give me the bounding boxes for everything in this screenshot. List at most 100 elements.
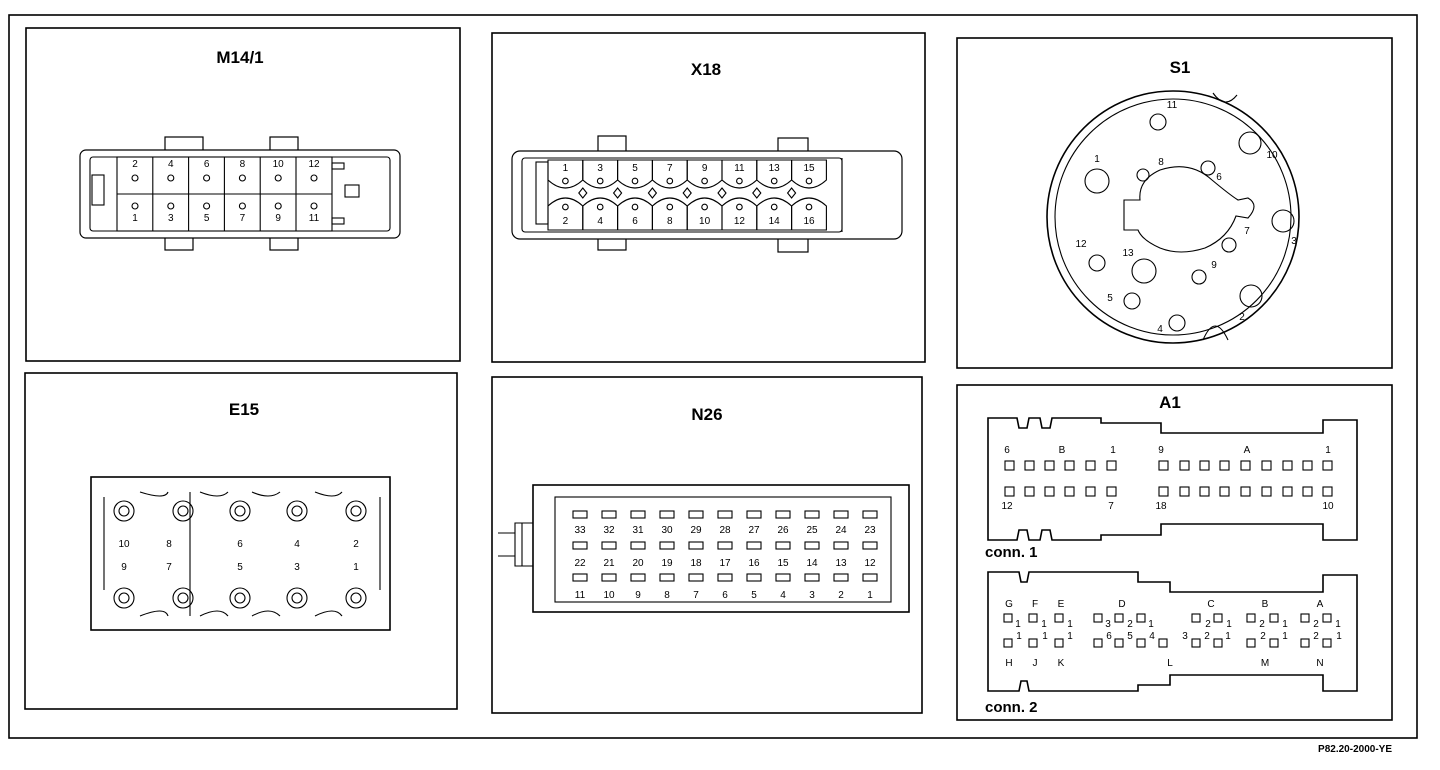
e15-pin: [345, 587, 367, 609]
n26-pin-label: 25: [806, 525, 818, 536]
n26-pin-label: 3: [809, 590, 815, 601]
conn2-number: 1: [1016, 631, 1022, 642]
m14-pin: [238, 174, 246, 182]
n26-pin-label: 15: [777, 558, 789, 569]
m14-pin: [310, 202, 318, 210]
n26-pin-label: 17: [719, 558, 731, 569]
conn2-number: 1: [1041, 619, 1047, 630]
e15-pin-label: 3: [294, 562, 300, 573]
e15-pin-label: 1: [353, 562, 359, 573]
n26-pin-label: 10: [603, 590, 615, 601]
conn1-label-text: 12: [1001, 501, 1013, 512]
conn1-pin: [1282, 486, 1293, 497]
conn2-pin: [1114, 613, 1124, 623]
n26-pin-label: 28: [719, 525, 731, 536]
s1-pin-label: 1: [1094, 154, 1100, 165]
conn2-letter: D: [1118, 599, 1125, 610]
e15-pin: [229, 500, 251, 522]
n26-pin-label: 27: [748, 525, 760, 536]
n26-pin: [775, 573, 791, 582]
m14-pin: [274, 174, 282, 182]
n26-pin: [746, 541, 762, 550]
conn2-housing: [987, 571, 1358, 692]
conn2-pin: [1054, 638, 1064, 648]
e15-pin: [286, 587, 308, 609]
s1-pin-hole: [1271, 209, 1295, 233]
conn2-pin: [1322, 638, 1332, 648]
conn1-pin: [1085, 460, 1096, 471]
m14-pin-label: 1: [132, 213, 138, 224]
s1-pin-hole: [1191, 269, 1207, 285]
conn1-pin: [1044, 460, 1055, 471]
e15-pin: [113, 500, 135, 522]
conn1-pin: [1261, 460, 1272, 471]
conn2-pin: [1246, 613, 1256, 623]
conn1-pin: [1302, 486, 1313, 497]
conn1-pin: [1004, 486, 1015, 497]
conn2-pin: [1093, 613, 1103, 623]
x18-pin-label: 5: [632, 163, 638, 174]
n26-pin-label: 32: [603, 525, 615, 536]
x18-pin: [805, 203, 813, 211]
n26-pin-label: 23: [864, 525, 876, 536]
s1-pin-hole: [1123, 292, 1141, 310]
n26-pin-label: 8: [664, 590, 670, 601]
conn2-letter: C: [1207, 599, 1214, 610]
x18-pin-label: 14: [769, 216, 781, 227]
x18-pin: [701, 177, 708, 185]
conn2-pin: [1054, 613, 1064, 623]
conn2-pin: [1028, 638, 1038, 648]
conn2-number: 2: [1259, 619, 1265, 630]
conn1-pin: [1085, 486, 1096, 497]
s1-pin-label: 6: [1216, 172, 1222, 183]
conn2-pin: [1158, 638, 1168, 648]
conn1-pin: [1158, 460, 1169, 471]
conn2-letter: N: [1316, 658, 1323, 669]
s1-pin-hole: [1088, 254, 1106, 272]
e15-pin-label: 5: [237, 562, 243, 573]
n26-pin: [717, 573, 733, 582]
conn2-number: 1: [1336, 631, 1342, 642]
conn2-letter: E: [1058, 599, 1065, 610]
m14-pin: [167, 202, 175, 210]
n26-pin: [717, 510, 733, 519]
x18-pin-label: 9: [702, 163, 708, 174]
conn2-number: 1: [1226, 619, 1232, 630]
m14-pin: [238, 202, 246, 210]
conn1-label-text: 1: [1110, 445, 1116, 456]
s1-pin-label: 5: [1107, 293, 1113, 304]
conn2-pin: [1213, 613, 1223, 623]
conn1-pin: [1024, 486, 1035, 497]
x18-pin: [562, 177, 569, 185]
conn2-letter: H: [1005, 658, 1012, 669]
conn1-pin: [1158, 486, 1169, 497]
m14-pin: [167, 174, 175, 182]
conn1-pin: [1179, 486, 1190, 497]
e15-pin-label: 4: [294, 539, 300, 550]
conn1-pin: [1024, 460, 1035, 471]
s1-title: S1: [1170, 58, 1191, 77]
conn2-pin: [1093, 638, 1103, 648]
n26-pin: [833, 541, 849, 550]
s1-pin-label: 3: [1291, 236, 1297, 247]
x18-pin: [666, 177, 674, 185]
x18-pin: [805, 177, 813, 185]
conn2-number: 1: [1015, 619, 1021, 630]
conn2-pin: [1322, 613, 1332, 623]
s1-pin-hole: [1149, 113, 1167, 131]
e15-pin-label: 7: [166, 562, 172, 573]
s1-pin-label: 8: [1158, 157, 1164, 168]
conn2-number: 1: [1282, 631, 1288, 642]
n26-pin: [862, 573, 878, 582]
s1-pin-label: 12: [1075, 239, 1087, 250]
conn1-housing: [987, 417, 1358, 541]
conn2-pin: [1136, 638, 1146, 648]
conn1-label-text: A: [1244, 445, 1251, 456]
conn2-number: 2: [1204, 631, 1210, 642]
m14-pin-label: 4: [168, 159, 174, 170]
conn2-number: 2: [1313, 619, 1319, 630]
x18-pin-label: 7: [667, 163, 673, 174]
